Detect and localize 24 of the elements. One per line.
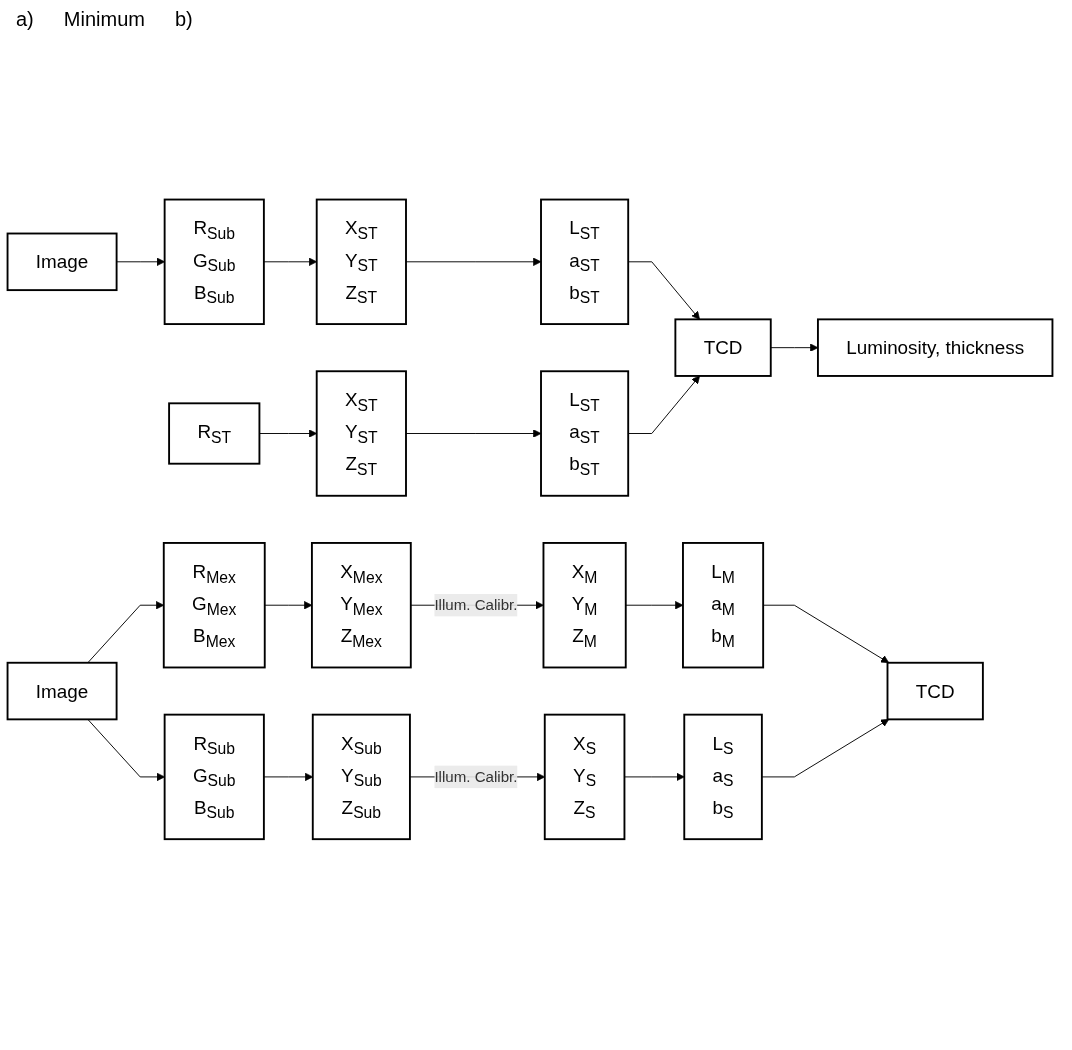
node-box: X$_{Sub}$ Y$_{Sub}$ Z$_{Sub}$: [311, 713, 411, 840]
node-box: TCD: [886, 661, 984, 720]
node-box: X$_{ST}$ Y$_{ST}$ Z$_{ST}$: [315, 198, 407, 325]
node-box: TCD: [674, 318, 772, 377]
node-box: X$_{Mex}$ Y$_{Mex}$ Z$_{Mex}$: [310, 541, 412, 669]
node-box: L$_{ST}$ a$_{ST}$ b$_{ST}$: [540, 198, 630, 325]
node-box: Image: [6, 232, 118, 291]
node-box: R$_{ST}$: [168, 402, 261, 465]
node-box: L$_{S}$ a$_{S}$ b$_{S}$: [683, 713, 763, 840]
node-box: X$_{S}$ Y$_{S}$ Z$_{S}$: [543, 713, 626, 840]
node-box: L$_{ST}$ a$_{ST}$ b$_{ST}$: [540, 369, 630, 497]
node-box: R$_{Mex}$ G$_{Mex}$ B$_{Mex}$: [162, 541, 266, 669]
node-box: Image: [6, 661, 118, 720]
node-box: X$_{ST}$ Y$_{ST}$ Z$_{ST}$: [315, 369, 407, 497]
edge-label: Illum. Calibr.: [434, 768, 518, 785]
edge-label: Illum. Calibr.: [434, 596, 518, 613]
diagram-label: b): [174, 8, 193, 31]
diagram-label: a): [16, 8, 34, 31]
diagram-label: Minimum: [63, 8, 145, 31]
node-box: X$_{M}$ Y$_{M}$ Z$_{M}$: [542, 541, 627, 669]
node-box: R$_{Sub}$ G$_{Sub}$ B$_{Sub}$: [163, 198, 265, 325]
node-box: Luminosity, thickness: [817, 318, 1054, 377]
node-box: R$_{Sub}$ G$_{Sub}$ B$_{Sub}$: [163, 713, 265, 840]
node-box: L$_{M}$ a$_{M}$ b$_{M}$: [682, 541, 765, 669]
